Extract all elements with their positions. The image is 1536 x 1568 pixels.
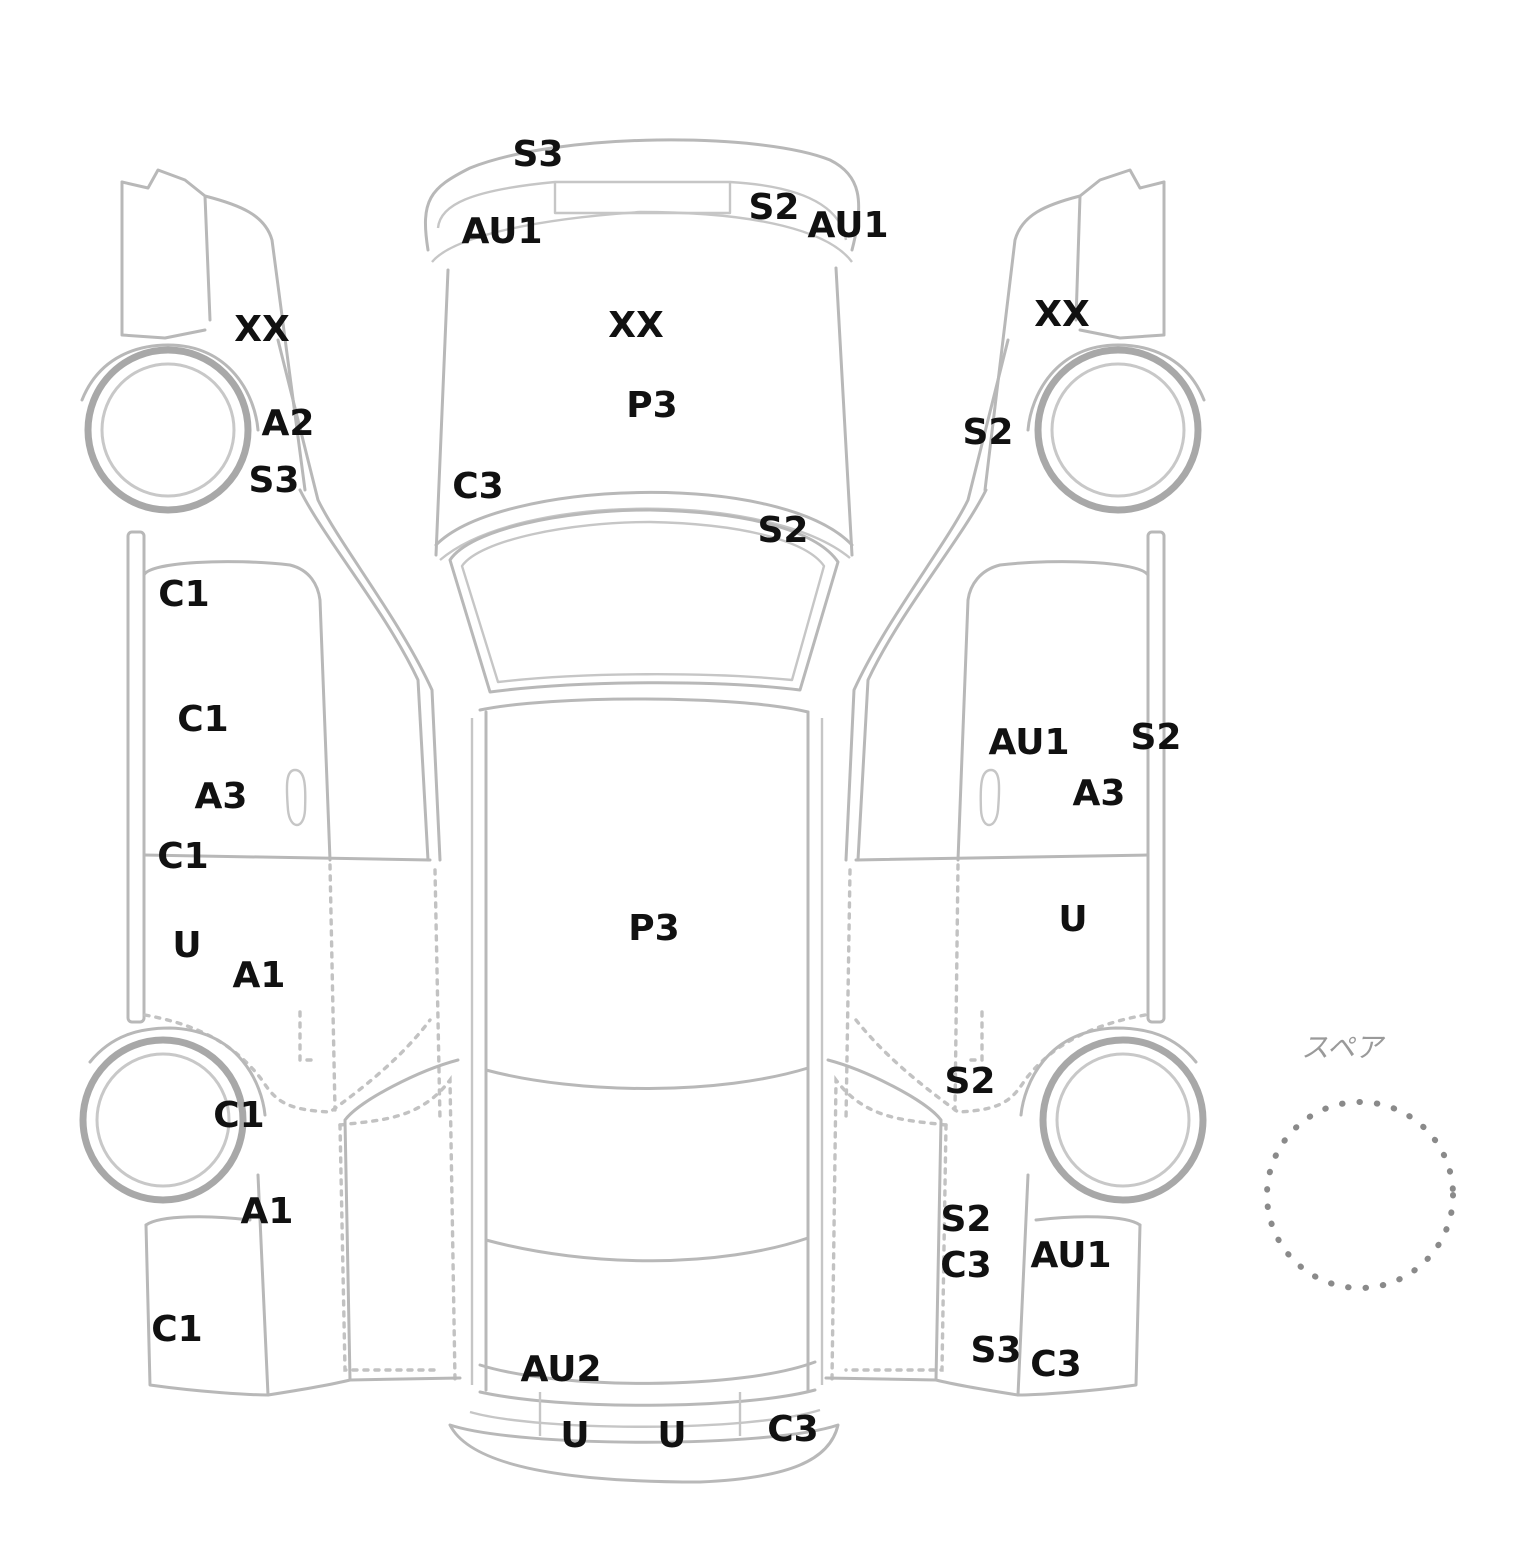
damage-code-front-bumper-s3: S3: [512, 134, 564, 175]
damage-code-hood-xx: XX: [608, 305, 664, 346]
damage-code-left-fender-a2: A2: [261, 403, 315, 444]
damage-code-rear-bumper-u-1: U: [560, 1415, 590, 1456]
damage-code-right-rear-s3: S3: [970, 1330, 1022, 1371]
damage-code-front-bumper-right-s2: S2: [748, 187, 800, 228]
damage-code-right-rear-s2-upper: S2: [944, 1061, 996, 1102]
top-view-car: [423, 138, 861, 1484]
damage-code-right-front-door-au1: AU1: [988, 722, 1070, 763]
damage-code-rear-au2: AU2: [520, 1349, 602, 1390]
damage-code-left-rear-wheel-c1: C1: [213, 1095, 265, 1136]
damage-code-right-fender-s2: S2: [962, 412, 1014, 453]
damage-code-rear-bumper-u-2: U: [657, 1415, 687, 1456]
damage-code-left-rear-door-a1: A1: [232, 955, 286, 996]
damage-code-front-bumper-right-au1: AU1: [807, 205, 889, 246]
left-side-car: [79, 168, 462, 1397]
damage-code-hood-c3: C3: [452, 466, 504, 507]
damage-code-left-front-door-a3: A3: [194, 776, 248, 817]
right-side-car: [824, 168, 1207, 1397]
damage-code-right-rear-door-u: U: [1058, 899, 1088, 940]
damage-code-left-fender-xx: XX: [234, 309, 290, 350]
damage-code-hood-p3: P3: [626, 385, 678, 426]
damage-code-right-front-door-a3: A3: [1072, 773, 1126, 814]
damage-code-right-rear-c3-low: C3: [1030, 1344, 1082, 1385]
spare-tire-outline: [1264, 1099, 1456, 1291]
damage-code-left-quarter-a1: A1: [240, 1191, 294, 1232]
spare-label: スペア: [1299, 1031, 1389, 1064]
damage-code-right-front-door-s2: S2: [1130, 717, 1182, 758]
damage-code-left-front-door-c1-low: C1: [157, 836, 209, 877]
damage-code-left-fender-s3: S3: [248, 460, 300, 501]
damage-code-left-rear-door-u: U: [172, 925, 202, 966]
damage-code-right-quarter-au1: AU1: [1030, 1235, 1112, 1276]
damage-code-left-front-door-c1-top: C1: [158, 574, 210, 615]
damage-code-right-rear-s2-lower: S2: [940, 1199, 992, 1240]
damage-code-rear-bumper-c3: C3: [767, 1409, 819, 1450]
damage-code-left-front-door-c1-mid: C1: [177, 699, 229, 740]
damage-code-left-quarter-c1: C1: [151, 1309, 203, 1350]
damage-code-windshield-s2: S2: [757, 510, 809, 551]
damage-code-right-rear-c3: C3: [940, 1245, 992, 1286]
damage-code-front-bumper-left-au1: AU1: [461, 211, 543, 252]
damage-code-roof-p3: P3: [628, 908, 680, 949]
damage-code-right-fender-xx: XX: [1034, 294, 1090, 335]
